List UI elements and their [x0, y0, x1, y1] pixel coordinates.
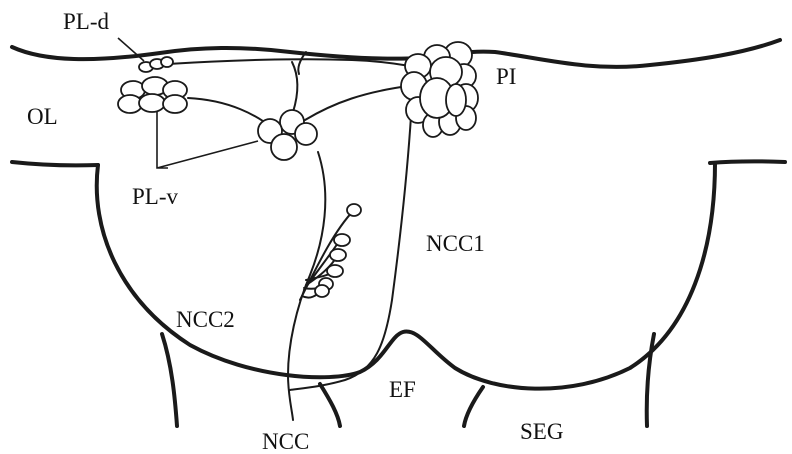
label-ef: EF — [389, 377, 416, 402]
seg-left-outline — [162, 334, 177, 426]
label-pi: PI — [496, 64, 516, 89]
label-pl-v: PL-v — [132, 184, 179, 209]
label-ncc2: NCC2 — [176, 307, 235, 332]
right-lateral-edge — [710, 161, 785, 163]
label-ncc1: NCC1 — [426, 231, 485, 256]
brain-ventral-outline — [97, 163, 715, 389]
pl-v-leader — [157, 112, 258, 168]
label-ncc: NCC — [262, 429, 309, 454]
left-lateral-edge — [12, 162, 98, 165]
seg-right-outline — [647, 334, 654, 426]
pi-cell-cluster — [401, 42, 478, 137]
pl-v-cells-lateral — [118, 77, 187, 113]
ef-left-outline — [320, 384, 340, 426]
label-seg: SEG — [520, 419, 563, 444]
label-ol: OL — [27, 104, 58, 129]
nerve-fibres — [168, 52, 412, 420]
ventral-cell-string — [315, 204, 361, 297]
ef-right-outline — [464, 387, 483, 426]
pl-d-cells — [139, 57, 173, 72]
label-pl-d: PL-d — [63, 9, 110, 34]
